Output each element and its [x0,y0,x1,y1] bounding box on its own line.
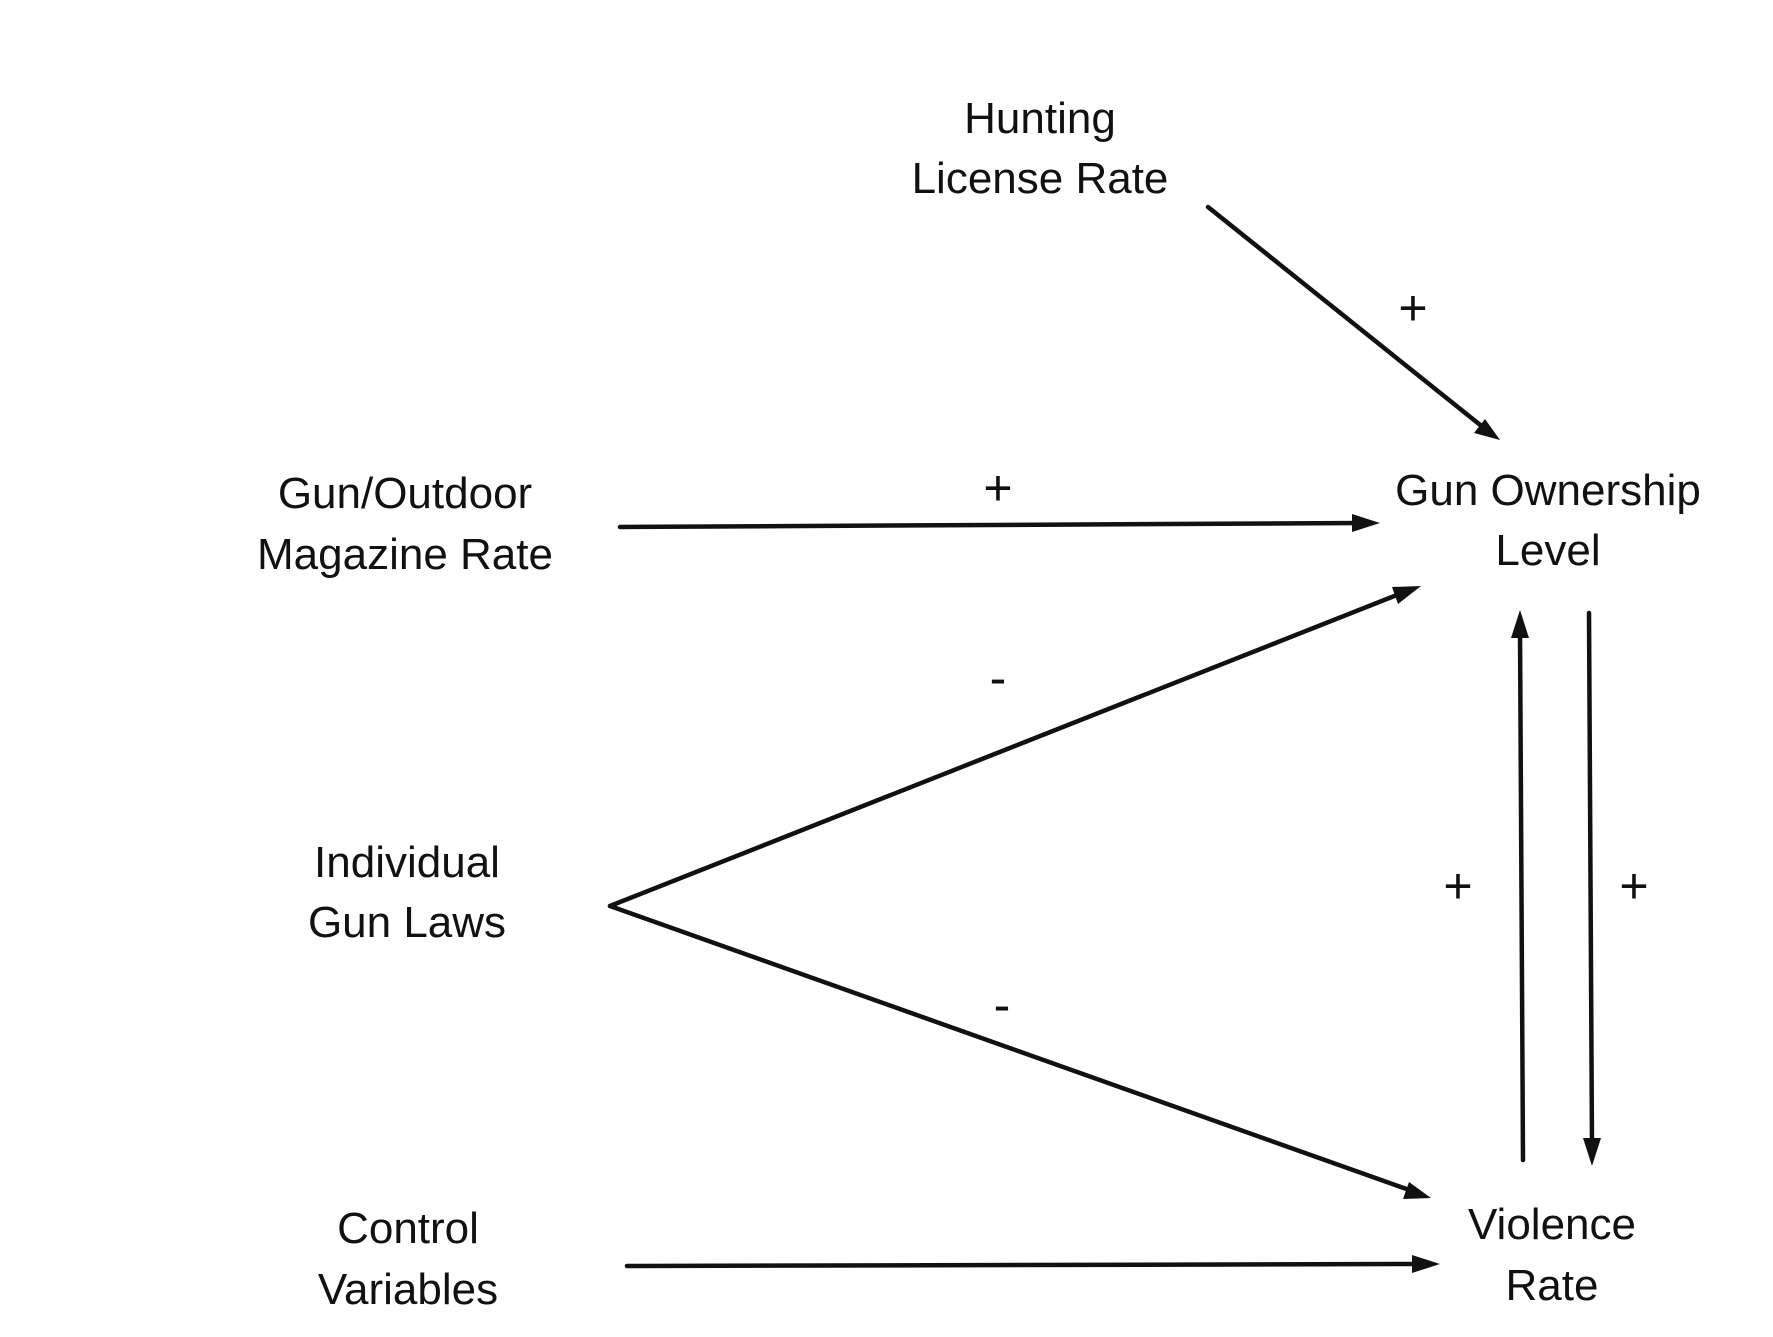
edge-line [1205,204,1492,435]
edge-sign: - [990,650,1007,706]
arrowhead-icon [1583,1138,1601,1166]
arrowhead-icon [1511,610,1529,638]
arrowhead-icon [1352,514,1380,532]
edge-line [607,903,1415,1194]
arrowhead-icon [1392,586,1421,604]
edge-line [624,1261,1423,1269]
edge-line [607,590,1405,909]
node-label-line1: Hunting [964,94,1116,143]
node-gun-outdoor-magazine-rate: Gun/Outdoor Magazine Rate [257,469,553,579]
node-label-line1: Violence [1468,1200,1636,1249]
node-label-line2: Magazine Rate [257,530,553,579]
node-violence-rate: Violence Rate [1468,1200,1636,1310]
edge-magazine-to-ownership: + [617,460,1380,532]
node-control-variables: Control Variables [318,1204,498,1314]
node-label-line1: Gun Ownership [1395,466,1701,515]
node-individual-gun-laws: Individual Gun Laws [308,838,506,947]
edge-line [1517,627,1526,1163]
edge-control-to-violence [624,1255,1440,1273]
node-label-line2: Gun Laws [308,898,506,947]
edge-sign: - [994,977,1011,1033]
node-label-line1: Control [337,1204,479,1253]
node-gun-ownership-level: Gun Ownership Level [1395,466,1701,575]
node-label-line2: License Rate [912,154,1169,203]
edge-line [1586,610,1595,1149]
edge-line [617,520,1365,530]
edge-sign: + [1619,858,1648,914]
edge-ownership-to-violence: + [1583,610,1649,1166]
arrowhead-icon [1403,1182,1431,1199]
edge-sign: + [983,460,1012,516]
arrowhead-icon [1412,1255,1440,1273]
node-label-line2: Level [1495,526,1600,575]
node-label-line1: Gun/Outdoor [278,469,532,518]
edge-violence-to-ownership: + [1443,610,1529,1163]
node-label-line2: Variables [318,1265,498,1314]
node-hunting-license-rate: Hunting License Rate [912,94,1169,203]
edge-hunting-to-ownership: + [1205,204,1500,440]
node-label-line1: Individual [314,838,500,887]
arrowhead-icon [1474,419,1500,440]
edge-sign: + [1443,858,1472,914]
node-label-line2: Rate [1506,1261,1599,1310]
edge-sign: + [1398,280,1427,336]
edge-laws-to-violence: - [607,903,1431,1199]
edge-laws-to-ownership: - [607,586,1421,909]
